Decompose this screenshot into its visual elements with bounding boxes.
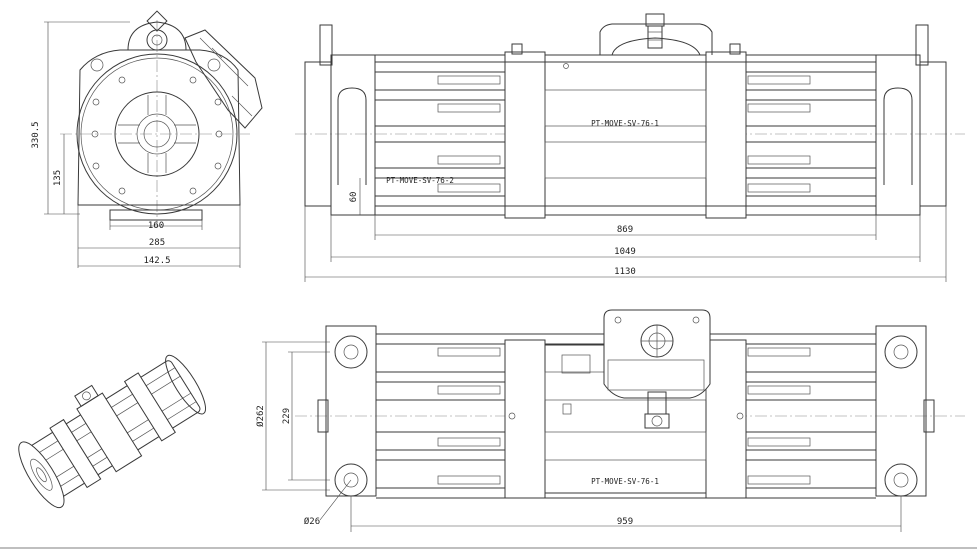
top-view: PT-MOVE-SV-76-1 Ø262 229 Ø26 959 xyxy=(255,309,965,532)
part-label-side-lower: PT-MOVE-SV-76-2 xyxy=(386,176,454,185)
dim-top-outer-diameter: Ø262 xyxy=(255,405,266,427)
part-label-side-upper: PT-MOVE-SV-76-1 xyxy=(591,119,659,128)
dim-front-half-width: 142.5 xyxy=(143,256,170,266)
dim-front-center-height: 135 xyxy=(53,170,63,186)
dim-side-overall-length: 1130 xyxy=(614,267,636,277)
dim-front-height: 330.5 xyxy=(31,121,41,148)
front-view: 330.5 135 160 285 142.5 xyxy=(31,10,263,268)
dim-top-bolt-circle: 229 xyxy=(282,408,292,424)
dim-side-mount-height: 60 xyxy=(349,192,359,203)
dim-top-hole-spacing: 959 xyxy=(617,517,633,527)
part-label-top-view: PT-MOVE-SV-76-1 xyxy=(591,477,659,486)
dim-front-base-inner: 160 xyxy=(148,221,164,231)
dim-top-hole-diameter: Ø26 xyxy=(304,516,320,527)
isometric-view xyxy=(18,354,206,509)
dim-side-rod-length: 869 xyxy=(617,225,633,235)
dim-side-body-length: 1049 xyxy=(614,247,636,257)
side-view: PT-MOVE-SV-76-1 PT-MOVE-SV-76-2 60 869 1… xyxy=(295,13,965,282)
dim-front-base-outer: 285 xyxy=(149,238,165,248)
